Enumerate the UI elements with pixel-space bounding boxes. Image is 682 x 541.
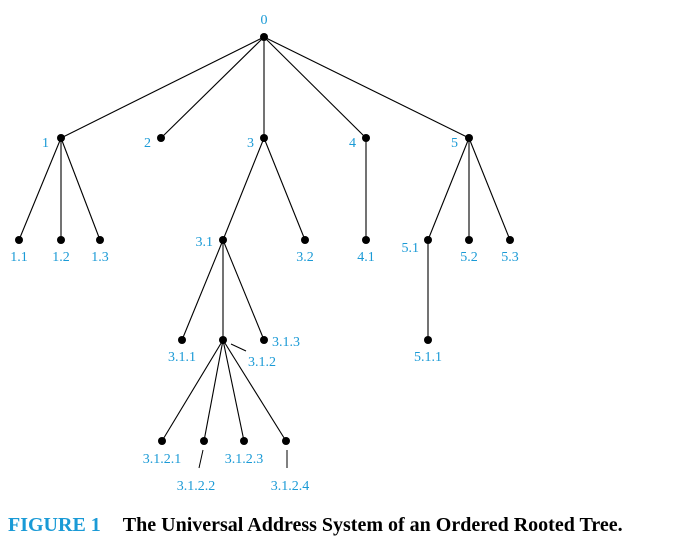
edge-1-to-1-3 xyxy=(60,137,101,241)
node-label-5-1: 5.1 xyxy=(402,241,420,256)
edge-0-to-4 xyxy=(263,36,367,139)
edge-0-to-2 xyxy=(160,36,265,139)
node-label-3-1-3: 3.1.3 xyxy=(272,335,300,350)
node-3-1-2-4 xyxy=(282,437,290,445)
node-4-1 xyxy=(362,236,370,244)
node-label-1-3: 1.3 xyxy=(91,250,109,265)
label-pointer-3-1-2 xyxy=(230,343,247,352)
edge-3-1-2-to-3-1-2-1 xyxy=(161,339,224,442)
node-label-3-1-2-1: 3.1.2.1 xyxy=(143,452,182,467)
node-1-3 xyxy=(96,236,104,244)
node-5-2 xyxy=(465,236,473,244)
node-2 xyxy=(157,134,165,142)
node-label-4: 4 xyxy=(349,136,356,151)
node-5-1 xyxy=(424,236,432,244)
edge-5-to-5-3 xyxy=(468,137,511,241)
node-3-1-2 xyxy=(219,336,227,344)
node-label-2: 2 xyxy=(144,136,151,151)
tree-nodes xyxy=(15,33,514,445)
node-1-1 xyxy=(15,236,23,244)
node-label-1-1: 1.1 xyxy=(10,250,28,265)
edge-5-to-5-1 xyxy=(427,137,470,241)
node-label-0: 0 xyxy=(261,13,268,28)
tree-edges xyxy=(18,36,511,442)
node-1-2 xyxy=(57,236,65,244)
node-label-5-1-1: 5.1.1 xyxy=(414,350,442,365)
node-5 xyxy=(465,134,473,142)
node-label-5: 5 xyxy=(451,136,458,151)
node-3-1-3 xyxy=(260,336,268,344)
caption-label: FIGURE 1 xyxy=(8,514,101,536)
node-3-1-2-2 xyxy=(200,437,208,445)
edge-3-to-3-2 xyxy=(263,137,306,241)
node-label-3-1-2-2: 3.1.2.2 xyxy=(177,479,216,494)
edge-3-1-2-to-3-1-2-2 xyxy=(203,339,224,442)
node-3-1-1 xyxy=(178,336,186,344)
node-label-3-1-2-4: 3.1.2.4 xyxy=(271,479,310,494)
node-label-1: 1 xyxy=(42,136,49,151)
node-3-1 xyxy=(219,236,227,244)
node-label-4-1: 4.1 xyxy=(357,250,375,265)
edge-3-1-to-3-1-1 xyxy=(181,239,224,341)
figure-caption: FIGURE 1 The Universal Address System of … xyxy=(8,514,623,537)
label-pointers xyxy=(198,343,288,469)
node-label-3-1-2: 3.1.2 xyxy=(248,355,276,370)
label-pointer-3-1-2-2 xyxy=(198,449,204,469)
node-1 xyxy=(57,134,65,142)
edge-3-1-to-3-1-3 xyxy=(222,239,265,341)
node-labels: 0 1 2 3 4 5 1.1 1.2 1.3 3.1 3.2 4.1 5.1 5.2 5.3 3.1.1 3.… xyxy=(10,13,519,494)
edge-3-1-2-to-3-1-2-3 xyxy=(222,339,245,442)
node-3-1-2-1 xyxy=(158,437,166,445)
node-3-2 xyxy=(301,236,309,244)
node-label-1-2: 1.2 xyxy=(52,250,70,265)
edge-3-to-3-1 xyxy=(222,137,265,241)
node-label-3-1: 3.1 xyxy=(196,235,214,250)
node-3-1-2-3 xyxy=(240,437,248,445)
caption-text: The Universal Address System of an Order… xyxy=(122,514,623,536)
node-label-3-2: 3.2 xyxy=(296,250,314,265)
node-label-3-1-2-3: 3.1.2.3 xyxy=(225,452,264,467)
node-4 xyxy=(362,134,370,142)
edge-0-to-5 xyxy=(263,36,470,139)
node-3 xyxy=(260,134,268,142)
node-label-5-3: 5.3 xyxy=(501,250,519,265)
node-5-3 xyxy=(506,236,514,244)
node-5-1-1 xyxy=(424,336,432,344)
node-0 xyxy=(260,33,268,41)
edge-0-to-1 xyxy=(60,36,265,139)
edge-3-1-2-to-3-1-2-4 xyxy=(222,339,287,442)
node-label-5-2: 5.2 xyxy=(460,250,478,265)
node-label-3: 3 xyxy=(247,136,254,151)
node-label-3-1-1: 3.1.1 xyxy=(168,350,196,365)
edge-1-to-1-1 xyxy=(18,137,62,241)
